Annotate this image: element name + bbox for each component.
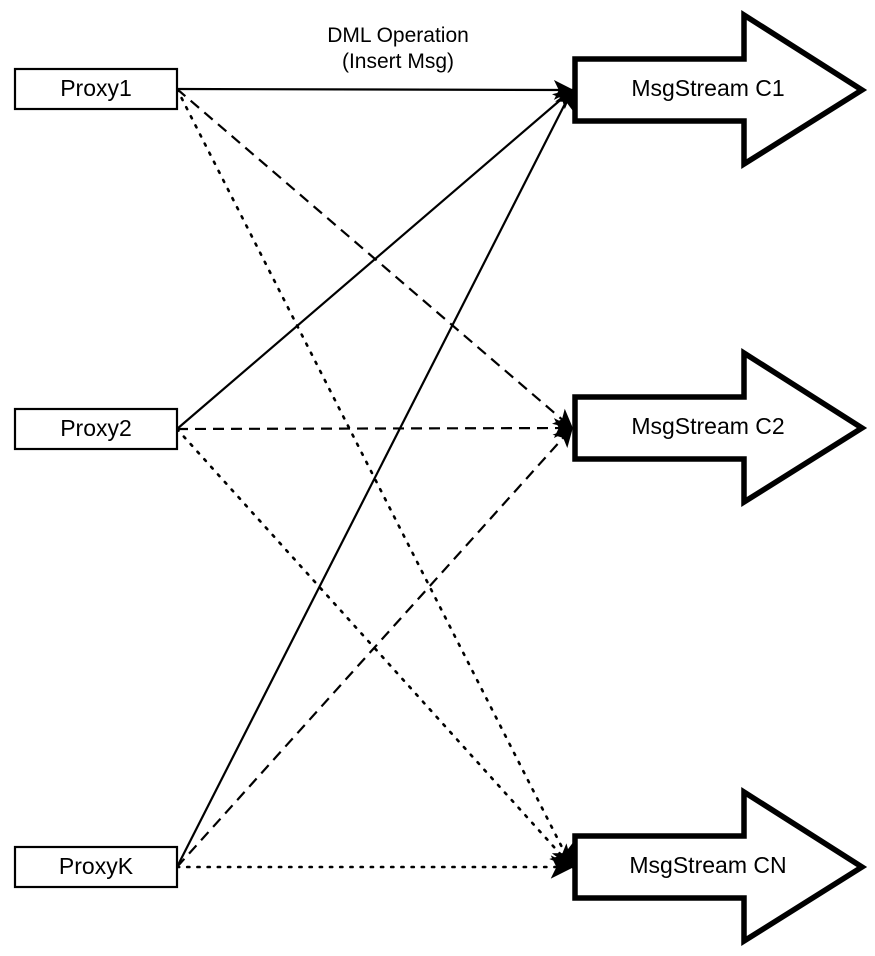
- stream-arrow-stream_cn[interactable]: MsgStream CN: [572, 786, 868, 946]
- edge-caption-line-2: (Insert Msg): [342, 50, 454, 73]
- stream-arrow-shape: [572, 9, 868, 169]
- edge-caption-line-1: DML Operation: [327, 24, 469, 47]
- proxy-node-proxy2[interactable]: Proxy2: [13, 407, 179, 451]
- edge-pk-c1: [176, 88, 573, 868]
- edge-p1-c1: [176, 80, 574, 100]
- stream-arrow-shape: [572, 347, 868, 507]
- stream-arrow-stream_c1[interactable]: MsgStream C1: [572, 9, 868, 169]
- stream-arrow-label: MsgStream C2: [631, 413, 784, 439]
- stream-arrow-stream_c2[interactable]: MsgStream C2: [572, 347, 868, 507]
- stream-arrow-shape: [572, 786, 868, 946]
- proxy-node-label: Proxy2: [60, 415, 132, 441]
- edge-p2-c2: [176, 418, 574, 438]
- proxy-node-box: [13, 67, 179, 111]
- proxy-node-box: [13, 845, 179, 889]
- proxy-node-label: Proxy1: [60, 75, 132, 101]
- edge-p2-c1: [176, 88, 574, 430]
- proxy-node-proxyK[interactable]: ProxyK: [13, 845, 179, 889]
- edge-p1-cn: [175, 87, 574, 869]
- edges-layer: [175, 80, 575, 879]
- streams-layer: MsgStream C1 MsgStream C2 MsgStream CN: [572, 9, 868, 946]
- proxy-node-proxy1[interactable]: Proxy1: [13, 67, 179, 111]
- proxy-node-box: [13, 407, 179, 451]
- stream-arrow-label: MsgStream CN: [629, 852, 786, 878]
- captions-layer: DML Operation (Insert Msg): [327, 24, 469, 73]
- stream-arrow-label: MsgStream C1: [631, 75, 784, 101]
- proxy-node-label: ProxyK: [59, 853, 134, 879]
- edge-pk-c2: [176, 426, 574, 868]
